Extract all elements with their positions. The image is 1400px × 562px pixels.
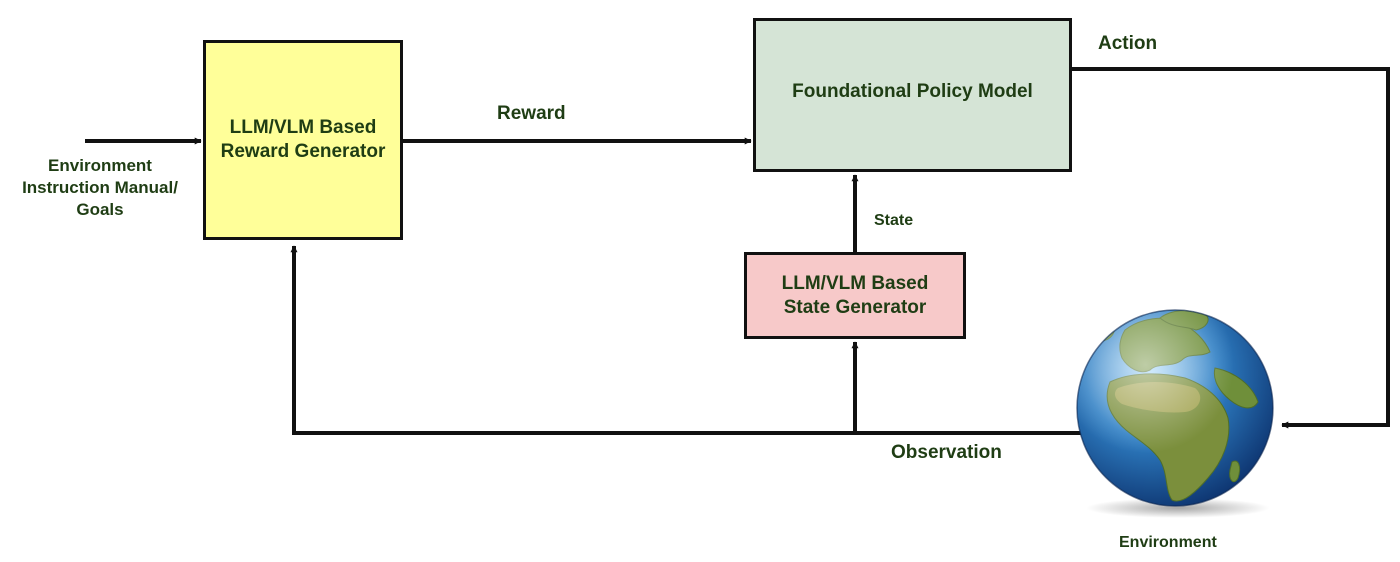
state-edge-label: State: [874, 212, 914, 229]
input-label: Environment Instruction Manual/ Goals: [22, 156, 178, 219]
globe-icon: [1076, 309, 1274, 518]
environment-label: Environment: [1119, 534, 1217, 551]
reward-generator-box: LLM/VLM Based Reward Generator: [203, 40, 403, 240]
observation-line: [290, 245, 1082, 435]
policy-model-box: Foundational Policy Model: [753, 18, 1072, 172]
action-arrow: [1072, 67, 1390, 429]
reward-edge-label: Reward: [497, 103, 566, 124]
observation-edge-label: Observation: [891, 442, 1002, 463]
reward-generator-label: LLM/VLM Based Reward Generator: [220, 117, 386, 162]
policy-model-label: Foundational Policy Model: [792, 81, 1033, 102]
state-generator-label: LLM/VLM Based State Generator: [781, 272, 929, 318]
state-generator-box: LLM/VLM Based State Generator: [744, 252, 966, 339]
action-edge-label: Action: [1098, 33, 1158, 54]
